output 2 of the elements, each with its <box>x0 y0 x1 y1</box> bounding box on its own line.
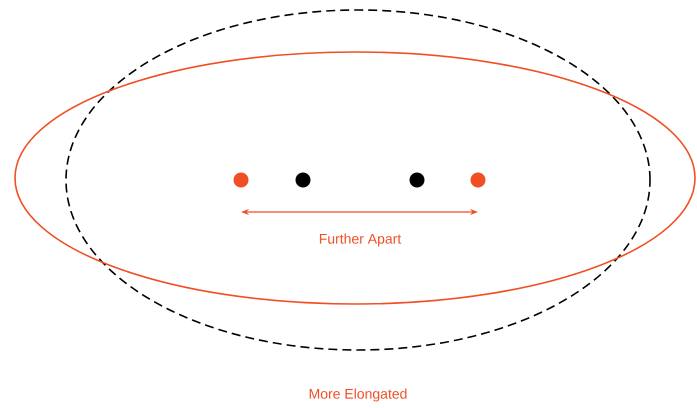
text-label: More Elongated <box>310 388 406 402</box>
text-label: Further Apart <box>320 233 402 247</box>
